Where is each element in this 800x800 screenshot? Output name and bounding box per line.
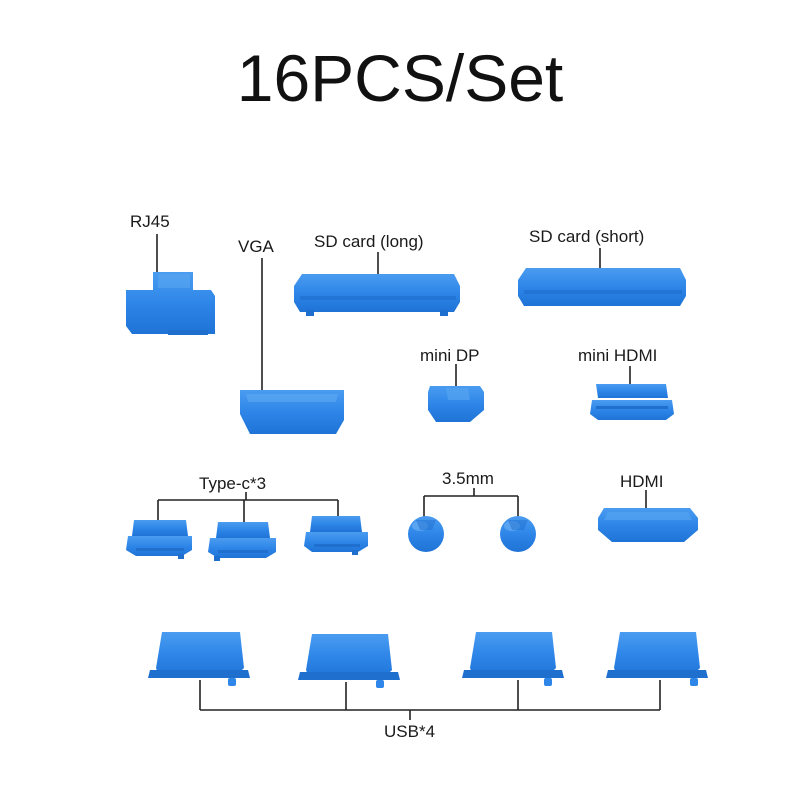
label-sd-card-long: SD card (long) [314,232,424,251]
label-sd-card-short: SD card (short) [529,227,645,246]
mini-dp-plug [428,364,484,422]
page-title: 16PCS/Set [236,41,564,115]
type-c-plug-1 [126,520,192,559]
type-c-plug-2 [208,522,276,561]
audio-plug-1 [408,516,444,552]
usb-plug-1 [148,632,250,686]
label-type-c: Type-c*3 [199,474,267,493]
type-c-plug-3 [304,516,368,555]
type-c-bracket [157,492,339,526]
mini-hdmi-plug [590,366,674,420]
usb-plug-2 [298,634,400,688]
usb-bracket [199,680,661,720]
audio-bracket [423,488,519,520]
usb-plug-4 [606,632,708,686]
label-mini-hdmi: mini HDMI [578,346,658,365]
rj45-plug [126,234,215,335]
label-usb: USB*4 [384,722,436,741]
sd-card-long-plug [294,252,460,316]
sd-card-short-plug [518,248,686,306]
label-3-5mm: 3.5mm [442,469,494,488]
hdmi-plug [598,490,698,542]
label-hdmi: HDMI [620,472,664,491]
audio-plug-2 [500,516,536,552]
label-vga: VGA [238,237,274,256]
label-mini-dp: mini DP [420,346,480,365]
usb-plug-3 [462,632,564,686]
label-rj45: RJ45 [130,212,170,231]
vga-plug [240,258,344,434]
